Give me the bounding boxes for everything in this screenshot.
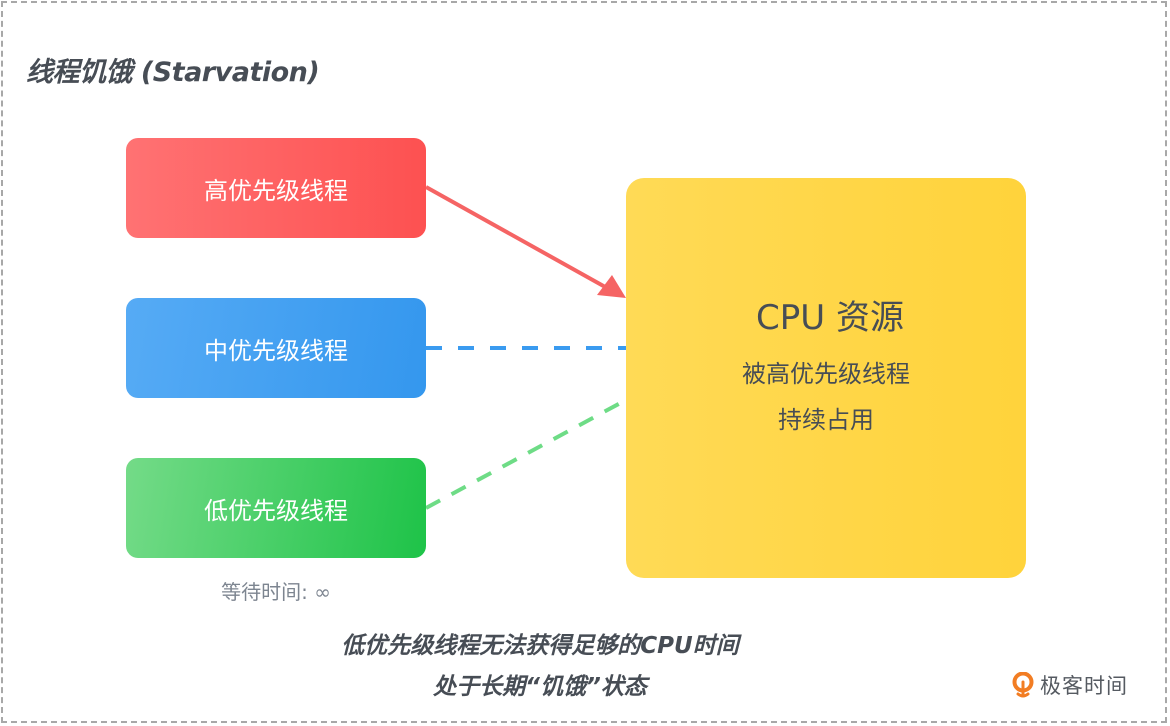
caption-line1: 低优先级线程无法获得足够的CPU时间 — [341, 633, 739, 659]
arrowhead-icon — [597, 275, 626, 298]
brand-name: 极客时间 — [1040, 674, 1128, 698]
wait-time-label: 等待时间: ∞ — [221, 580, 331, 604]
cpu-resource-box: CPU 资源 被高优先级线程 持续占用 — [626, 178, 1026, 578]
cpu-resource-title: CPU 资源 — [756, 298, 904, 338]
brand-watermark: 极客时间 — [1012, 670, 1128, 700]
low-priority-thread-label: 低优先级线程 — [204, 496, 348, 525]
medium-priority-thread-label: 中优先级线程 — [204, 336, 348, 365]
cpu-resource-desc-line2: 持续占用 — [778, 406, 874, 434]
cpu-resource-desc-line1: 被高优先级线程 — [742, 360, 910, 388]
high-priority-thread-box: 高优先级线程 — [126, 138, 426, 238]
high-priority-link-arrow — [425, 185, 617, 295]
geektime-logo-icon — [1012, 672, 1034, 698]
caption-line2: 处于长期“饥饿”状态 — [433, 674, 647, 700]
low-priority-thread-box: 低优先级线程 — [126, 458, 426, 558]
medium-priority-thread-box: 中优先级线程 — [126, 298, 426, 398]
diagram-title: 线程饥饿 (Starvation) — [26, 57, 320, 88]
high-priority-thread-label: 高优先级线程 — [204, 176, 348, 205]
low-priority-link-dashed — [425, 398, 627, 510]
